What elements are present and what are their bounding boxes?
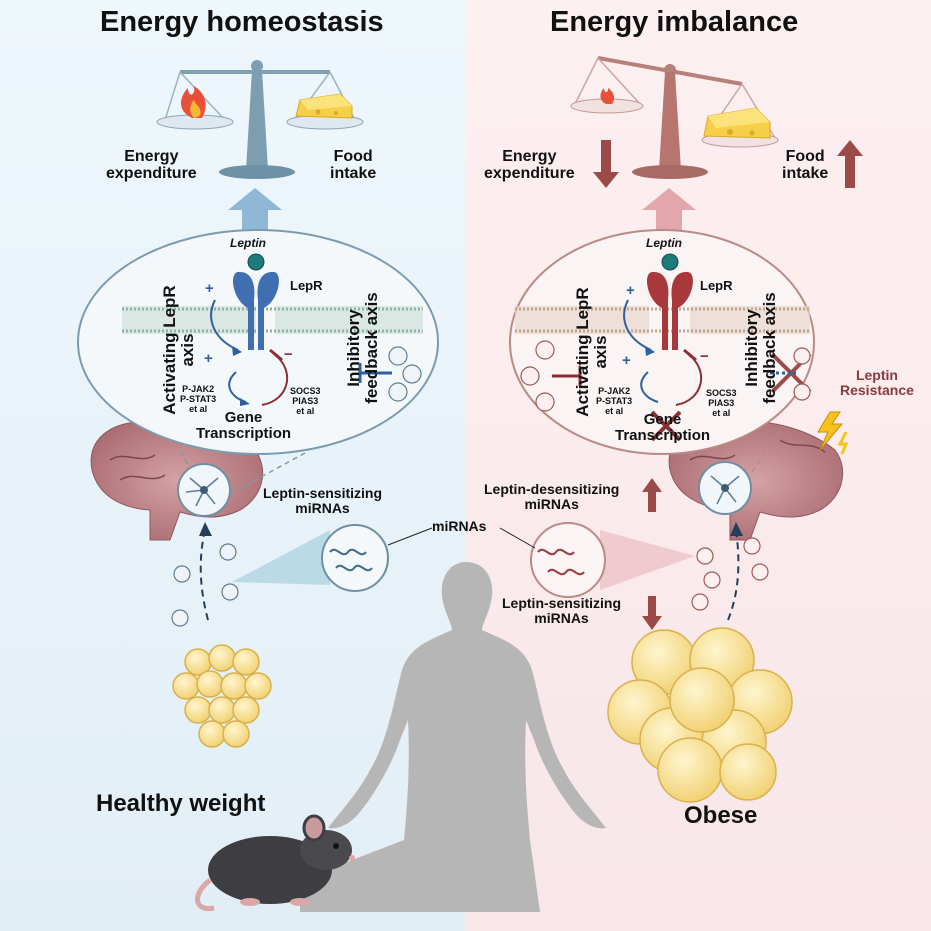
mirna-vesicles bbox=[520, 340, 555, 412]
down-arrow-icon bbox=[593, 140, 619, 188]
desensitizing-mirna-label: Leptin-desensitizing miRNAs bbox=[484, 481, 620, 512]
plus-sign: + bbox=[622, 352, 631, 369]
cell-membrane bbox=[515, 306, 810, 334]
fire-icon bbox=[181, 86, 206, 118]
healthy-weight-label: Healthy weight bbox=[96, 790, 266, 817]
up-arrow-icon bbox=[228, 188, 282, 232]
mirna-pointer bbox=[387, 527, 433, 546]
circulating-mirnas bbox=[171, 543, 239, 627]
inhibition-bar bbox=[552, 366, 582, 386]
food-intake-label: Food intake bbox=[782, 148, 829, 182]
up-arrow-icon bbox=[837, 140, 863, 188]
inhibitory-axis-label: Inhibitory feedback axis bbox=[344, 292, 381, 404]
lepr-receptor bbox=[647, 253, 693, 350]
inhibition-bar bbox=[358, 363, 392, 383]
mirna-vesicles bbox=[388, 346, 422, 402]
right-title: Energy imbalance bbox=[550, 6, 799, 38]
activator-proteins: P-JAK2 P-STAT3 et al bbox=[596, 386, 633, 416]
cheese-icon bbox=[295, 93, 353, 119]
human-silhouette-icon bbox=[300, 562, 606, 912]
sensitizing-mirna-label: Leptin-sensitizing miRNAs bbox=[263, 485, 382, 516]
minus-sign: − bbox=[284, 346, 293, 363]
up-arrow-icon bbox=[642, 478, 662, 512]
large-cheese-icon bbox=[703, 107, 771, 139]
energy-expenditure-label: Energy expenditure bbox=[484, 148, 575, 182]
leptin-resistance-label: Leptin Resistance bbox=[840, 367, 914, 398]
circulating-mirnas bbox=[691, 537, 769, 611]
adipocyte-cluster-large bbox=[607, 627, 793, 803]
plus-sign: + bbox=[626, 282, 635, 299]
small-fire-icon bbox=[600, 88, 615, 104]
adipocyte-cluster-small bbox=[172, 644, 272, 748]
plus-sign: + bbox=[204, 350, 213, 367]
sensitizing-mirna-label: Leptin-sensitizing miRNAs bbox=[502, 595, 621, 626]
leptin-label: Leptin bbox=[646, 236, 682, 250]
activator-proteins: P-JAK2 P-STAT3 et al bbox=[180, 384, 217, 414]
left-title: Energy homeostasis bbox=[100, 6, 384, 38]
gene-transcription-label: Gene Transcription bbox=[615, 411, 711, 444]
mouse-icon bbox=[195, 814, 355, 912]
mirnas-label: miRNAs bbox=[432, 518, 487, 534]
magnifier-beam bbox=[600, 530, 695, 590]
obese-label: Obese bbox=[684, 802, 758, 829]
leptin-label: Leptin bbox=[230, 236, 266, 250]
mirna-magnifier bbox=[530, 522, 606, 598]
lepr-label: LepR bbox=[290, 278, 323, 293]
activating-arrow bbox=[210, 299, 239, 351]
down-arrow-icon bbox=[642, 596, 662, 630]
gene-transcription-label: Gene Transcription bbox=[196, 409, 292, 442]
mirna-pointer bbox=[499, 527, 536, 549]
plus-sign: + bbox=[205, 280, 214, 297]
blocked-transcription-x bbox=[650, 410, 682, 442]
inhibitor-proteins: SOCS3 PIAS3 et al bbox=[706, 388, 737, 418]
minus-sign: − bbox=[700, 348, 709, 365]
lepr-receptor bbox=[233, 253, 279, 350]
magnifier-beam bbox=[232, 530, 330, 585]
food-intake-label: Food intake bbox=[330, 148, 377, 182]
lightning-icon bbox=[817, 411, 844, 451]
cell-membrane bbox=[122, 306, 423, 334]
mirna-magnifier bbox=[321, 524, 389, 592]
inhibitor-proteins: SOCS3 PIAS3 et al bbox=[290, 386, 321, 416]
energy-expenditure-label: Energy expenditure bbox=[106, 148, 197, 182]
faded-up-arrow-icon bbox=[642, 188, 696, 232]
inhibitory-axis-label: Inhibitory feedback axis bbox=[742, 292, 779, 404]
lepr-label: LepR bbox=[700, 278, 733, 293]
